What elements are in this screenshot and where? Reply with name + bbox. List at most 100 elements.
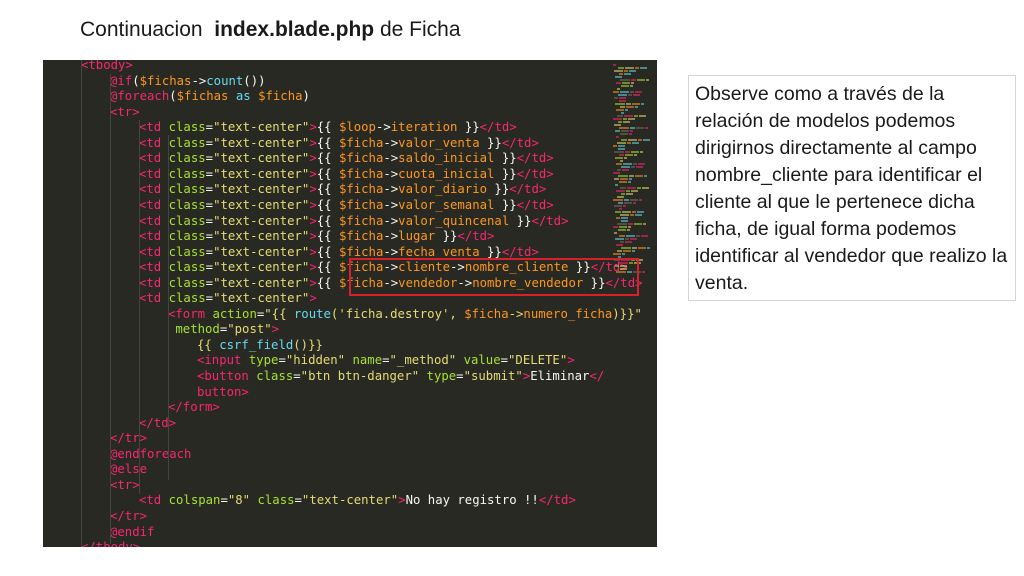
minimap-mark (629, 175, 634, 177)
minimap-mark (636, 166, 643, 168)
minimap-mark (637, 79, 645, 81)
code-token: cliente (398, 260, 450, 275)
minimap-mark (626, 235, 635, 237)
minimap-mark (615, 238, 624, 240)
code-token: = (205, 197, 214, 212)
minimap-mark (625, 67, 634, 69)
minimap-mark (621, 130, 629, 132)
code-token (161, 120, 168, 134)
code-token: > (309, 244, 317, 259)
minimap-mark (623, 205, 626, 207)
code-token: > (271, 322, 280, 337)
minimap-mark (628, 226, 631, 228)
minimap-mark (625, 109, 628, 111)
code-token: "text-center" (213, 275, 310, 290)
code-token: }} (457, 120, 480, 135)
code-token: class (256, 369, 294, 383)
code-token: "text-center" (213, 213, 310, 228)
minimap-mark (614, 70, 623, 72)
minimap-mark (628, 94, 632, 96)
code-token (228, 89, 235, 103)
code-line: @foreach($fichas as $ficha) (110, 88, 310, 104)
code-token: > (309, 260, 317, 275)
minimap-mark (617, 88, 620, 90)
code-token: > (398, 493, 406, 508)
code-token: @if (110, 73, 133, 88)
minimap-mark (628, 118, 635, 120)
minimap-mark (616, 163, 622, 165)
minimap-mark (617, 142, 626, 144)
minimap-mark (613, 118, 622, 120)
highlight-box (349, 258, 639, 296)
code-token: </td> (590, 260, 628, 275)
minimap-mark (632, 247, 637, 249)
minimap-mark (615, 184, 618, 186)
minimap-mark (643, 139, 650, 141)
minimap-mark (621, 259, 630, 261)
code-token: <td (139, 275, 162, 290)
minimap-mark (618, 148, 625, 150)
code-token: $loop (338, 120, 376, 135)
indent-guide (81, 60, 82, 547)
code-token: <input (197, 353, 242, 368)
code-token: </tr> (110, 431, 148, 446)
code-token: $ficha (338, 197, 384, 212)
minimap-mark (624, 70, 628, 72)
code-token: }} (487, 182, 510, 197)
minimap-mark (614, 232, 617, 234)
code-token: -> (383, 135, 399, 150)
code-token: <td (139, 120, 162, 135)
code-token: numero_ficha (523, 306, 613, 321)
code-token: method (175, 322, 220, 337)
code-token: "post" (227, 322, 272, 337)
code-token: -> (383, 197, 399, 212)
minimap-mark (617, 115, 623, 117)
code-token: "text-center" (213, 135, 310, 150)
minimap-mark (633, 94, 640, 96)
code-token: $fichas (139, 73, 192, 88)
minimap-mark (618, 67, 624, 69)
code-token: cuota_inicial (398, 166, 495, 181)
code-token: }} (494, 166, 517, 181)
minimap-mark (618, 256, 621, 258)
code-token: class (168, 120, 206, 135)
code-token: class (168, 182, 206, 197)
code-token (345, 353, 352, 367)
minimap-mark (615, 130, 620, 132)
minimap-mark (634, 115, 638, 117)
minimap-mark (615, 76, 622, 78)
minimap-mark (620, 91, 629, 93)
minimap-mark (639, 199, 642, 201)
code-line: </td> (139, 415, 176, 431)
code-token: valor_semanal (398, 197, 495, 212)
code-token: ( (132, 73, 140, 88)
minimap-mark (640, 67, 647, 69)
minimap-mark (619, 208, 622, 210)
code-token: <td (139, 182, 162, 197)
minimap-mark (613, 199, 623, 201)
minimap-mark (621, 220, 628, 222)
code-token: -> (383, 182, 399, 197)
code-token: = (278, 353, 286, 368)
code-line: <td class="text-center">{{ $ficha->valor… (139, 181, 546, 197)
minimap-mark (619, 235, 625, 237)
minimap-mark (613, 64, 616, 66)
code-token: class (168, 229, 206, 244)
code-token: Eliminar (530, 369, 590, 383)
code-token: > (309, 275, 317, 290)
minimap-mark (627, 142, 631, 144)
code-token: class (168, 275, 206, 290)
code-lines: <tbody>@if($fichas->count())@foreach($fi… (43, 60, 643, 547)
code-token: -> (375, 120, 391, 135)
code-line: <form action="{{ route('ficha.destroy', … (168, 306, 642, 322)
minimap-mark (616, 136, 619, 138)
code-token: {{ (316, 197, 339, 212)
code-token: -> (457, 275, 473, 290)
code-token: }} (568, 260, 591, 275)
title-filename: index.blade.php (214, 18, 375, 41)
minimap-mark (642, 271, 645, 273)
minimap-mark (620, 214, 629, 216)
minimap-mark (618, 229, 626, 231)
code-token: <td (139, 260, 162, 275)
minimap-mark (626, 106, 634, 108)
